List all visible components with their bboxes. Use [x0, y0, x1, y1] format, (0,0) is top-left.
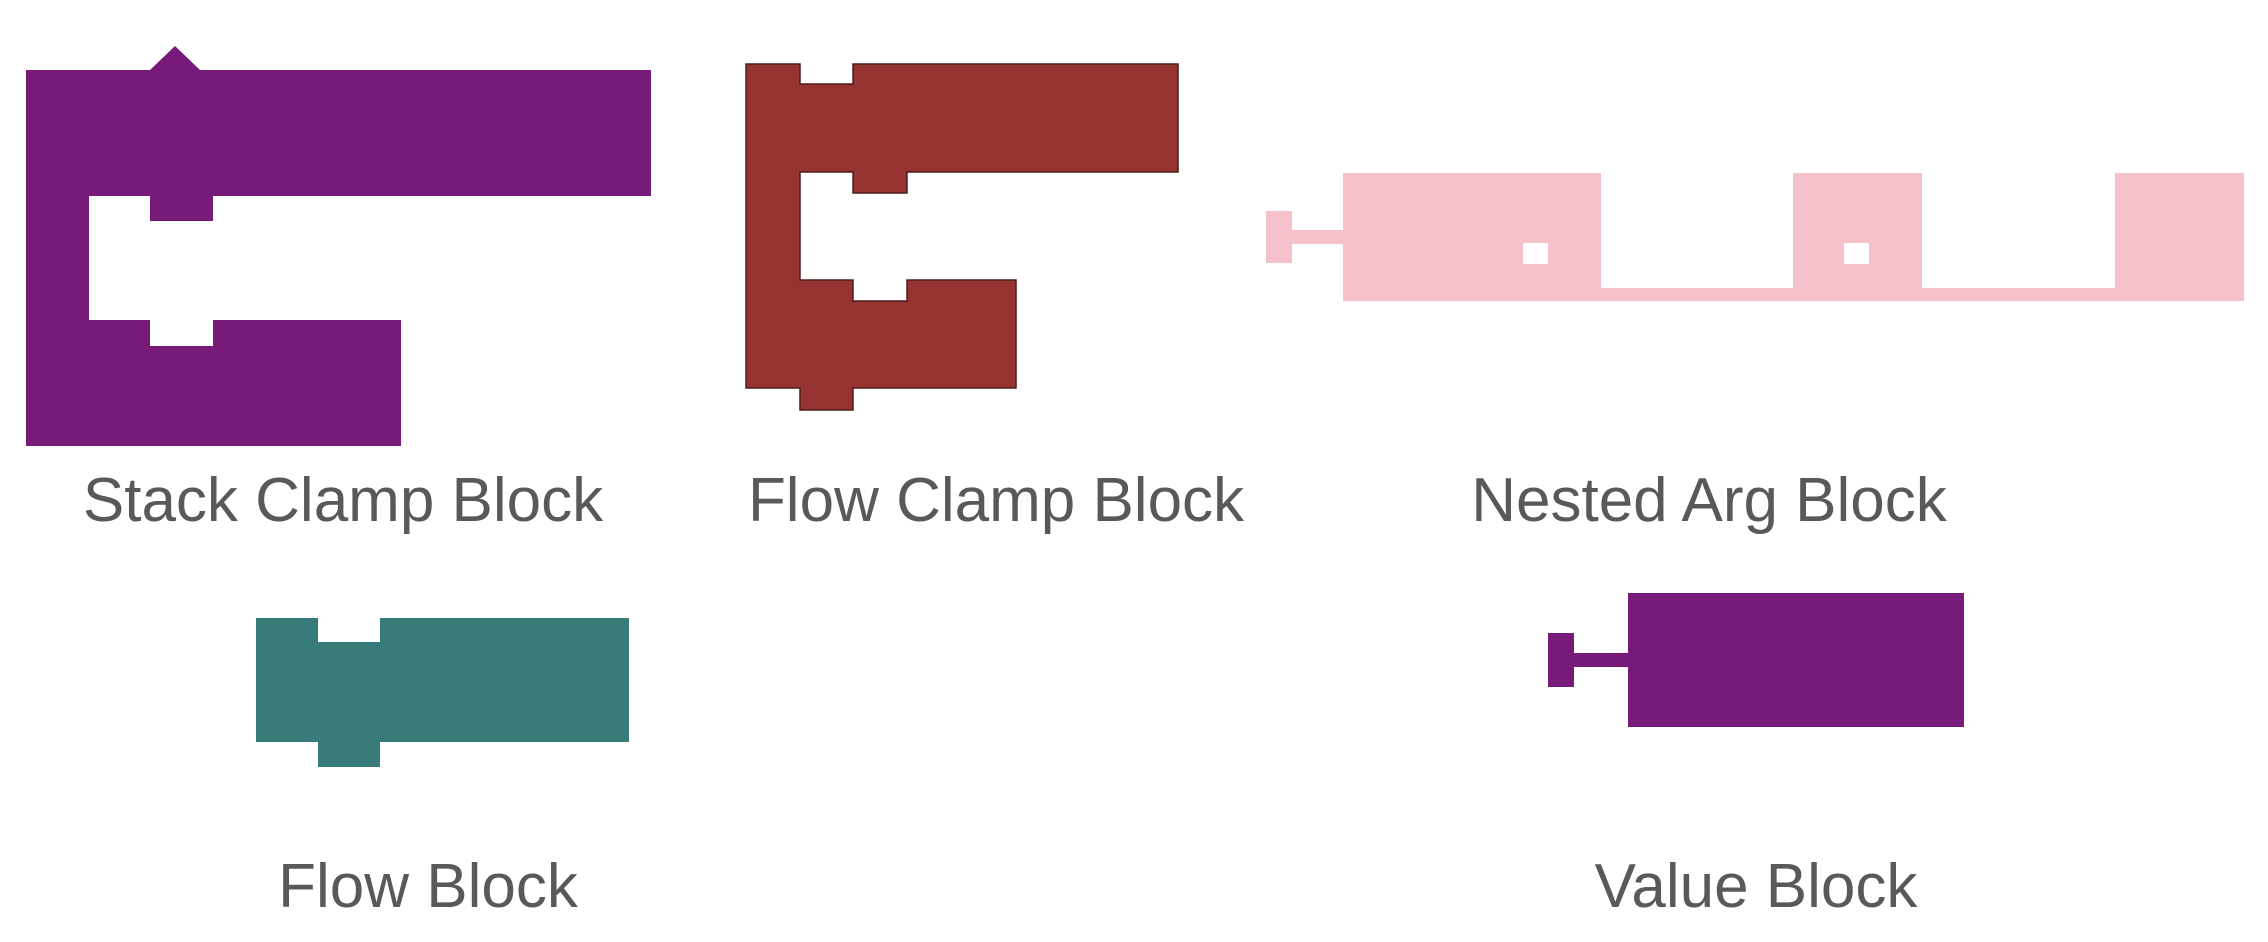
flow-clamp-block-shape: [745, 63, 1179, 411]
value-block-shape: [1548, 593, 1964, 727]
nested-arg-block-label: Nested Arg Block: [1471, 466, 1947, 535]
stack-clamp-block-shape: [26, 46, 651, 446]
nested-arg-block-shape: [1266, 173, 2244, 301]
flow-block-shape: [256, 618, 629, 767]
flow-block-label: Flow Block: [278, 852, 578, 921]
stack-clamp-block-label: Stack Clamp Block: [82, 466, 604, 535]
value-block-label: Value Block: [1594, 852, 1918, 921]
flow-clamp-block-label: Flow Clamp Block: [747, 466, 1245, 535]
